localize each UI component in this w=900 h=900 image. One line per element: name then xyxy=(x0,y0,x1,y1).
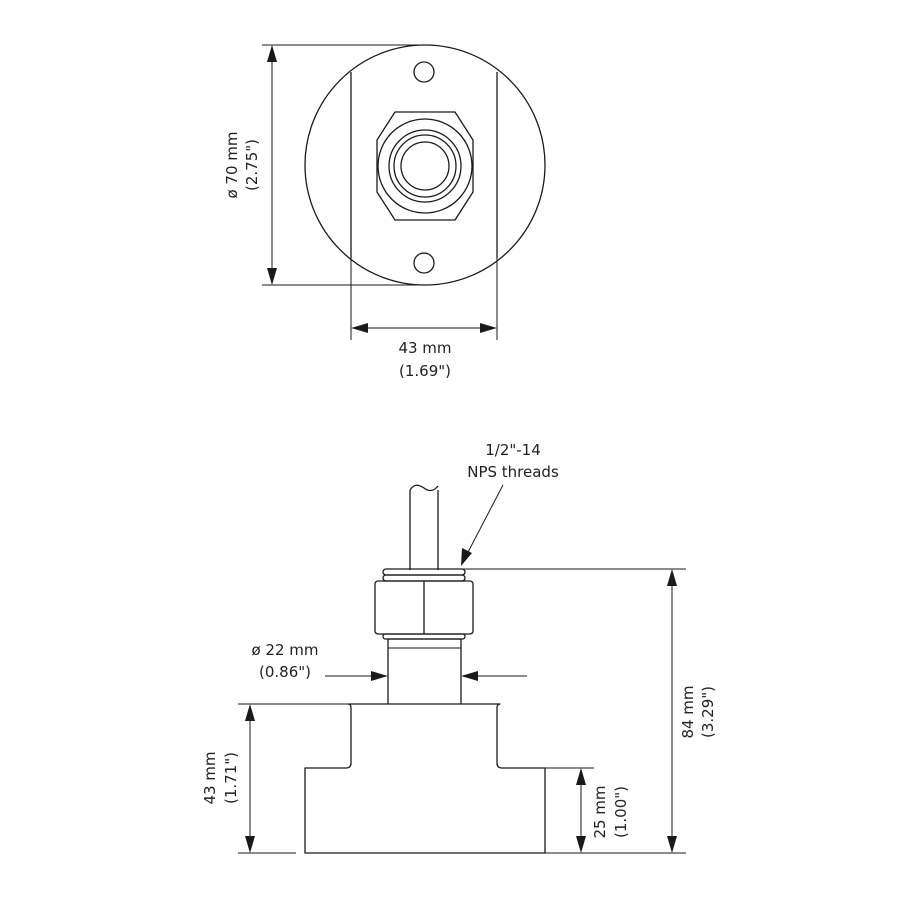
base-height-label-in: (1.00") xyxy=(612,786,630,838)
threaded-ring-outer xyxy=(388,129,462,203)
total-arrow-bottom xyxy=(667,836,677,853)
diameter-label: ø 70 mm xyxy=(223,131,241,198)
mounting-hole-bottom xyxy=(413,252,435,274)
body-arrow-bottom xyxy=(245,836,255,853)
body-arrow-top xyxy=(245,704,255,721)
thread-label-line2: NPS threads xyxy=(467,463,559,481)
body-height-label: 43 mm xyxy=(201,751,219,804)
stem-dim-right-arrow xyxy=(461,671,478,681)
thread-leader-line xyxy=(465,484,504,557)
lower-ring xyxy=(382,633,466,640)
width-arrow-left xyxy=(351,323,368,333)
stem-diameter-label-in: (0.86") xyxy=(259,663,311,681)
diameter-label-in: (2.75") xyxy=(243,139,261,191)
body-height-label-in: (1.71") xyxy=(222,752,240,804)
thread-label-line1: 1/2"-14 xyxy=(485,441,541,459)
base-arrow-bottom xyxy=(576,836,586,853)
threaded-ring-mid xyxy=(393,134,457,198)
cable-break xyxy=(409,484,439,492)
total-arrow-top xyxy=(667,569,677,586)
stem xyxy=(387,638,462,705)
thread-leader-arrow xyxy=(461,548,472,566)
flange-outline xyxy=(304,44,546,286)
base-height-label: 25 mm xyxy=(591,785,609,838)
total-height-label-in: (3.29") xyxy=(699,686,717,738)
top-view: ø 70 mm (2.75") 43 mm (1.69") xyxy=(223,44,546,380)
total-height-label: 84 mm xyxy=(679,685,697,738)
stem-dim-left-arrow xyxy=(371,671,388,681)
mounting-hole-top xyxy=(413,61,435,83)
thread-ring-1 xyxy=(382,568,466,576)
base-arrow-top xyxy=(576,768,586,785)
width-arrow-right xyxy=(480,323,497,333)
side-view: 1/2"-14 NPS threads ø 22 mm (0.86") 84 m… xyxy=(201,441,717,854)
width-label-in: (1.69") xyxy=(399,362,451,380)
thread-ring-2 xyxy=(382,574,466,582)
transducer-body xyxy=(304,703,546,854)
diameter-arrow-bottom xyxy=(267,268,277,285)
width-label: 43 mm xyxy=(398,339,451,357)
hex-nut-outline xyxy=(376,111,474,221)
diameter-arrow-top xyxy=(267,45,277,62)
threaded-ring-inner xyxy=(400,141,450,191)
nut-chamfer-circle xyxy=(377,118,473,214)
stem-diameter-label: ø 22 mm xyxy=(251,641,318,659)
